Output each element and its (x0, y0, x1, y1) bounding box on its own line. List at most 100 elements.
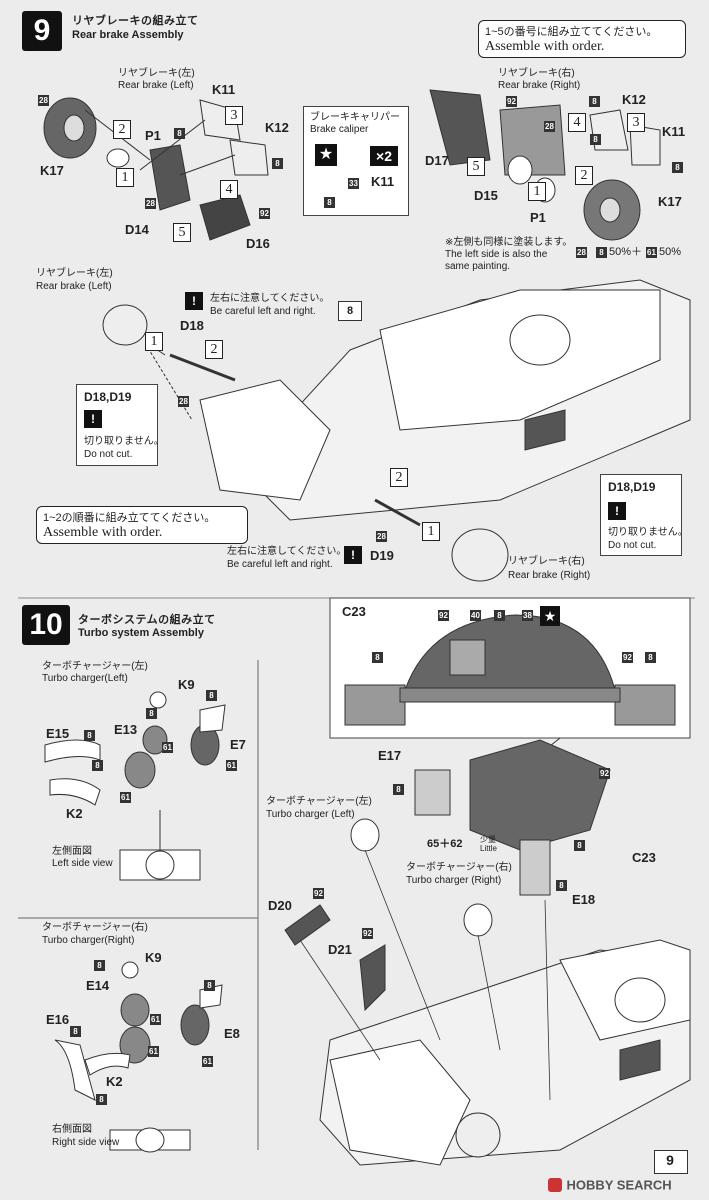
paint-swatch-92: 92 (313, 888, 324, 899)
part-d15: D15 (474, 188, 498, 203)
part-e8: E8 (224, 1026, 240, 1041)
paint-swatch-8: 8 (204, 980, 215, 991)
part-c23-mid: C23 (632, 850, 656, 865)
part-k2-left: K2 (66, 806, 83, 821)
part-d20: D20 (268, 898, 292, 913)
order2-note-box: 1~2の順番に組み立ててください。 Assemble with order. (36, 506, 248, 544)
paint-swatch-28: 28 (178, 396, 189, 407)
step-10-title-en: Turbo system Assembly (78, 627, 204, 639)
part-e16: E16 (46, 1012, 70, 1027)
paint-swatch-8: 8 (672, 162, 683, 173)
paint-swatch-8: 8 (70, 1026, 81, 1037)
order-note-jp: 1~5の番号に組み立ててください。 (485, 26, 658, 38)
dont-cut-en-right: Do not cut. (608, 540, 657, 551)
part-k11-caliper: K11 (371, 174, 395, 189)
paint-swatch-61: 61 (148, 1046, 159, 1057)
paint-swatch-8: 8 (556, 880, 567, 891)
paint-swatch-8: 8 (393, 784, 404, 795)
times-2-badge: ×2 (370, 146, 398, 166)
paint-swatch-92: 92 (438, 610, 449, 621)
page-number: 9 (666, 1152, 674, 1168)
lower-right-brake-en: Rear brake (Right) (508, 570, 591, 581)
mid-turbo-left-jp: ターボチャージャー(左) (266, 796, 372, 807)
part-e18: E18 (572, 892, 596, 907)
left-brake-label-jp: リヤブレーキ(左) (118, 68, 195, 79)
caution-icon: ! (185, 292, 203, 310)
part-k2-right: K2 (106, 1074, 123, 1089)
paint-swatch-40: 40 (470, 610, 481, 621)
caution-icon: ! (84, 410, 102, 428)
part-d19: D19 (370, 548, 394, 563)
step-9-title-en: Rear brake Assembly (72, 29, 184, 41)
part-p1-left: P1 (145, 128, 161, 143)
order-note-box: 1~5の番号に組み立ててください。 Assemble with order. (478, 20, 686, 58)
order-note-en: Assemble with order. (485, 39, 605, 54)
turbo-right-en: Turbo charger(Right) (42, 935, 135, 946)
paint-swatch-8: 8 (272, 158, 283, 169)
paint-swatch-61: 61 (150, 1014, 161, 1025)
paint-swatch-8: 8 (494, 610, 505, 621)
part-k12-left: K12 (265, 120, 289, 135)
right-brake-label-jp: リヤブレーキ(右) (498, 68, 575, 79)
dont-cut-jp-right: 切り取りません。 (608, 527, 688, 538)
paint-swatch-28: 28 (145, 198, 156, 209)
paint-swatch-61: 61 (162, 742, 173, 753)
brand-text: HOBBY SEARCH (566, 1177, 672, 1193)
paint-swatch-92: 92 (506, 96, 517, 107)
paint-swatch-61: 61 (120, 792, 131, 803)
mix-ratio-a: 50%＋ (609, 246, 643, 258)
brand-watermark: HOBBY SEARCH (548, 1176, 698, 1196)
part-d16: D16 (246, 236, 270, 251)
lower-left-brake-en: Rear brake (Left) (36, 281, 112, 292)
ref-box-8: 8 (338, 301, 362, 321)
part-e14: E14 (86, 978, 110, 993)
turbo-right-jp: ターボチャージャー(右) (42, 922, 148, 933)
step-num-5-right: 5 (467, 157, 485, 176)
mid-turbo-left-en: Turbo charger (Left) (266, 809, 355, 820)
step-num-1-lower: 1 (422, 522, 440, 541)
paint-swatch-92: 92 (599, 768, 610, 779)
caliper-label-en: Brake caliper (310, 124, 369, 135)
step-10-number: 10 (22, 605, 70, 645)
part-e17: E17 (378, 748, 402, 763)
order2-note-jp: 1~2の順番に組み立ててください。 (43, 512, 216, 524)
care-note-en: Be careful left and right. (210, 306, 316, 317)
step-num-3-right: 3 (627, 113, 645, 132)
part-c23-top: C23 (342, 604, 366, 619)
step-num-1-right: 1 (528, 182, 546, 201)
star-icon: ★ (315, 144, 337, 166)
paint-swatch-8: 8 (324, 197, 335, 208)
care-note-jp: 左右に注意してください。 (210, 293, 330, 304)
part-e15: E15 (46, 726, 70, 741)
paint-swatch-28: 28 (544, 121, 555, 132)
paint-swatch-92: 92 (362, 928, 373, 939)
little-en: Little (480, 844, 497, 853)
step-9-title-jp: リヤブレーキの組み立て (72, 15, 199, 27)
right-side-view-en: Right side view (52, 1137, 120, 1148)
part-k17-right: K17 (658, 194, 682, 209)
step-num-2-right: 2 (575, 166, 593, 185)
paint-swatch-33: 33 (348, 178, 359, 189)
part-k9-left: K9 (178, 677, 195, 692)
paint-swatch-28: 28 (38, 95, 49, 106)
paint-swatch-92: 92 (259, 208, 270, 219)
paint-swatch-28: 28 (576, 247, 587, 258)
paint-swatch-61: 61 (202, 1056, 213, 1067)
turbo-left-en: Turbo charger(Left) (42, 673, 128, 684)
painting-note-en1: The left side is also the (445, 249, 548, 260)
step-num-2-chassis: 2 (205, 340, 223, 359)
paint-swatch-28: 28 (376, 531, 387, 542)
paint-swatch-92: 92 (622, 652, 633, 663)
paint-swatch-8: 8 (645, 652, 656, 663)
step-num-4: 4 (220, 180, 238, 199)
paint-swatch-8: 8 (174, 128, 185, 139)
mid-turbo-right-jp: ターボチャージャー(右) (406, 862, 512, 873)
dont-cut-jp-left: 切り取りません。 (84, 436, 164, 447)
mix-65-62: 65＋62 (427, 838, 463, 850)
step-num-1: 1 (116, 168, 134, 187)
right-side-view-jp: 右側面図 (52, 1124, 92, 1135)
little-jp: 少量 (480, 835, 496, 844)
paint-swatch-38: 38 (522, 610, 533, 621)
part-k11-right: K11 (662, 124, 686, 139)
